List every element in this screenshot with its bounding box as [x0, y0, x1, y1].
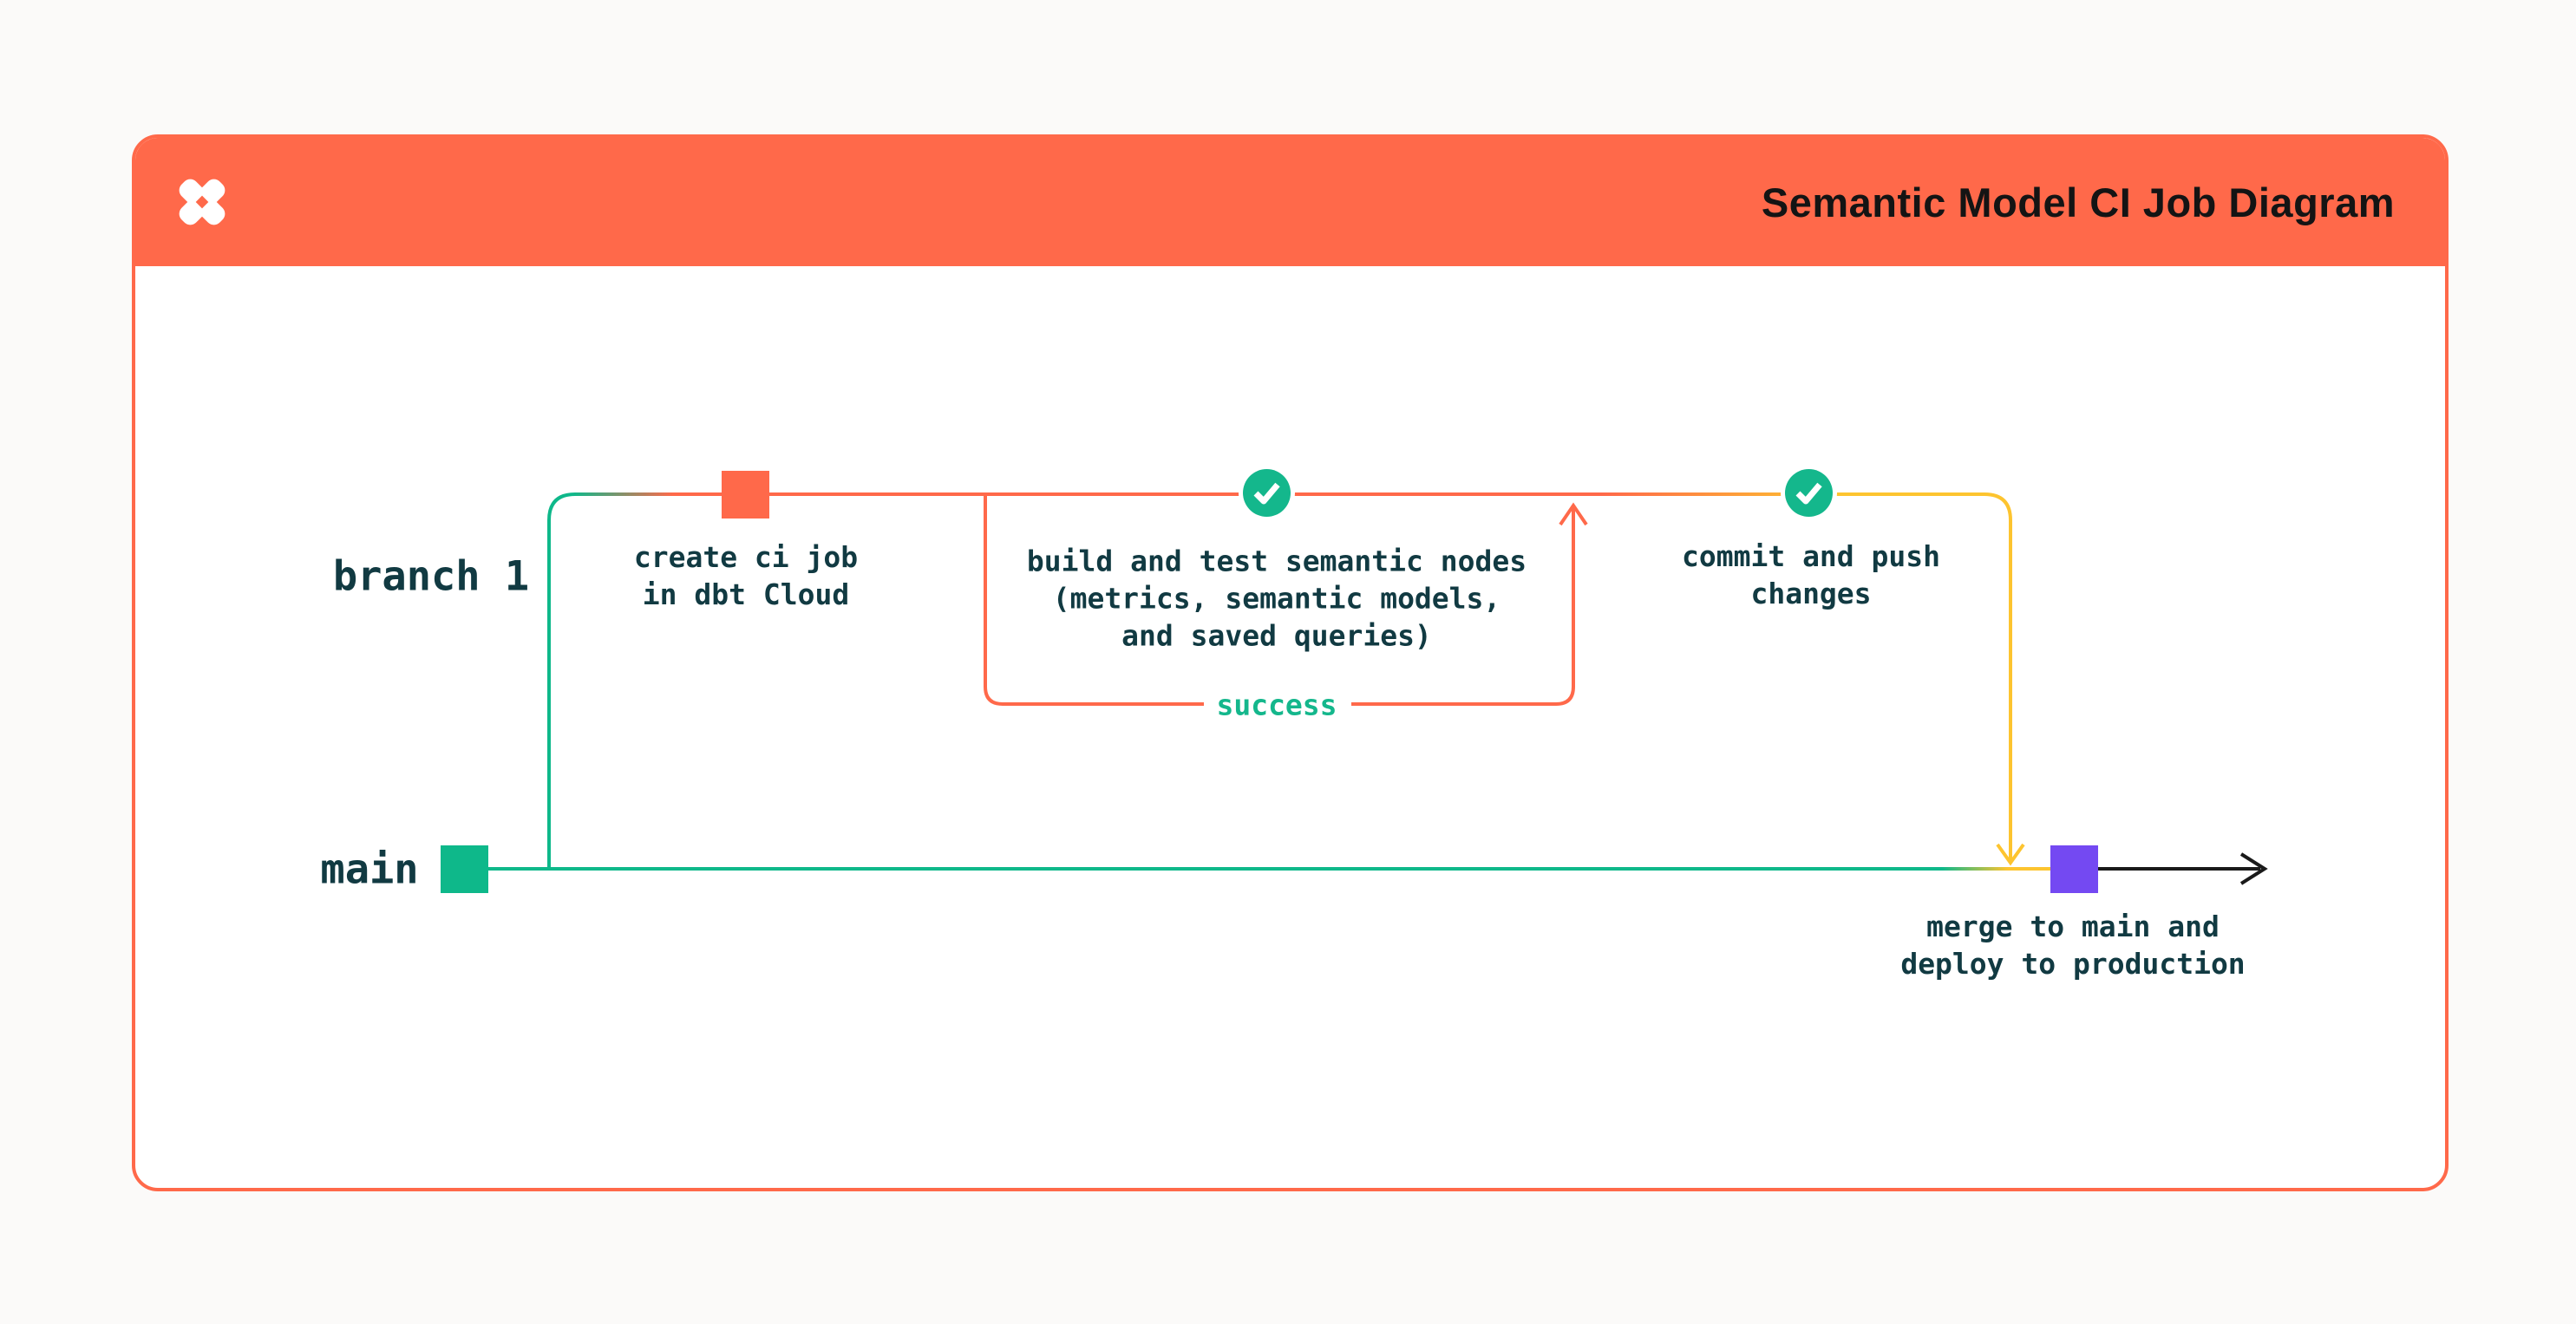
create-ci-job-label: create ci job in dbt Cloud	[634, 538, 858, 613]
build-and-test-line3: and saved queries)	[1121, 618, 1432, 653]
commit-and-push-line2: changes	[1750, 577, 1872, 610]
merge-commit-marker	[2050, 845, 2098, 893]
create-ci-commit-marker	[722, 471, 769, 519]
build-and-test-label: build and test semantic nodes (metrics, …	[1027, 543, 1527, 655]
build-and-test-line1: build and test semantic nodes	[1026, 544, 1527, 578]
page-title: Semantic Model CI Job Diagram	[1761, 179, 2395, 225]
check-icon	[1785, 469, 1833, 517]
branch-label: branch 1	[332, 552, 530, 601]
check-icon	[1243, 469, 1291, 517]
success-label: success	[1216, 688, 1337, 722]
merge-to-main-line2: deploy to production	[1900, 947, 2246, 981]
merge-to-main-line1: merge to main and	[1926, 910, 2220, 943]
dbt-logo-icon	[179, 179, 226, 225]
merge-to-main-label: merge to main and deploy to production	[1900, 908, 2245, 982]
create-ci-job-line2: in dbt Cloud	[642, 577, 850, 611]
title-bar: Semantic Model CI Job Diagram	[135, 138, 2445, 266]
create-ci-job-line1: create ci job	[633, 540, 859, 574]
main-commit-marker	[441, 845, 488, 893]
main-label: main	[320, 845, 419, 894]
commit-and-push-line1: commit and push	[1681, 539, 1941, 573]
diagram-card: Semantic Model CI Job Diagram	[132, 134, 2449, 1191]
build-and-test-line2: (metrics, semantic models,	[1052, 581, 1501, 616]
commit-and-push-label: commit and push changes	[1682, 538, 1940, 612]
